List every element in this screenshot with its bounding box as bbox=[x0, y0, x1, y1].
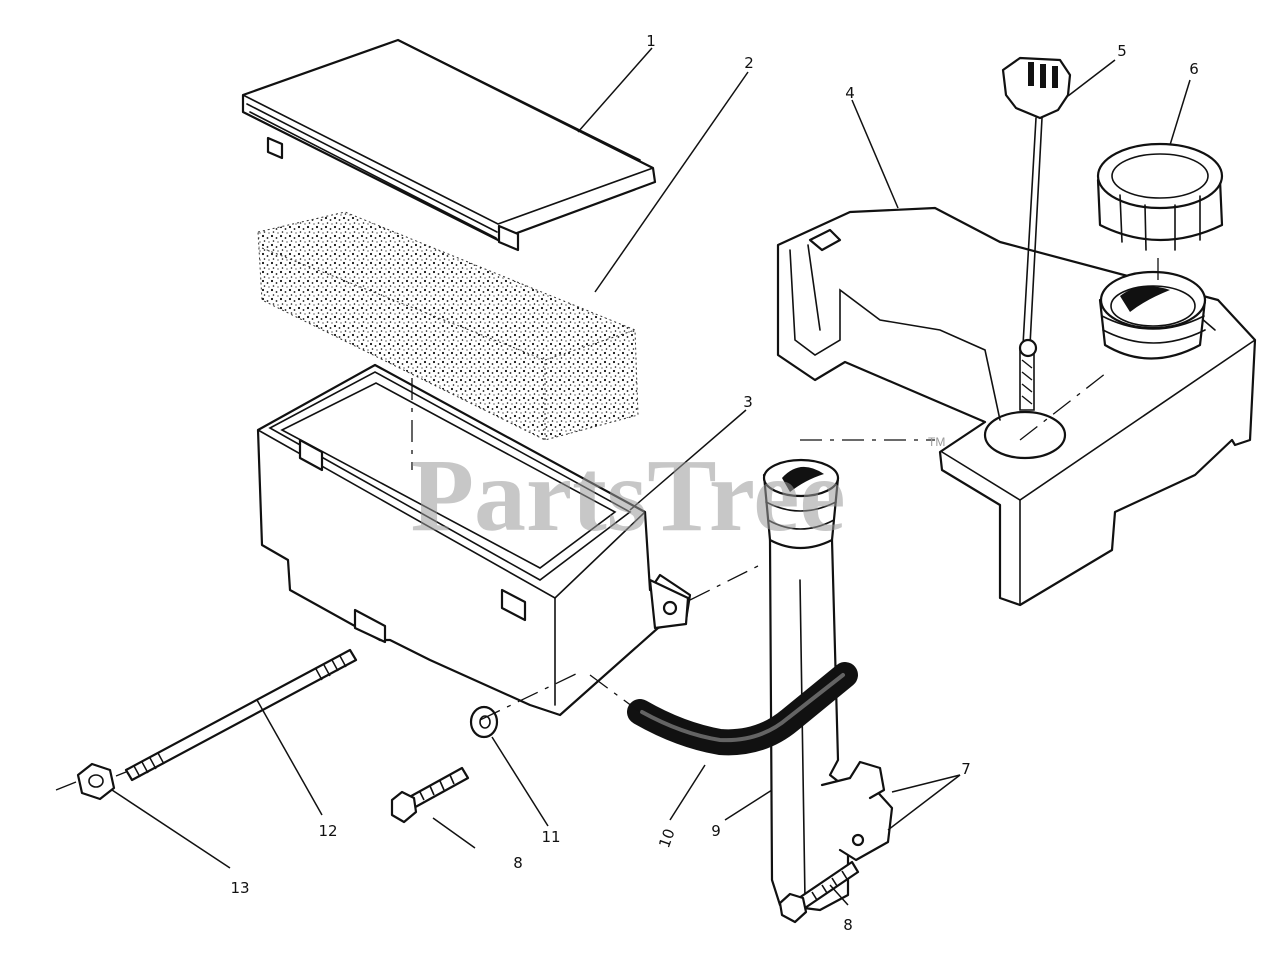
part-dipstick[interactable] bbox=[1001, 56, 1072, 411]
callout-13: 13 bbox=[230, 879, 249, 897]
part-foam-filter[interactable] bbox=[257, 211, 639, 441]
callout-leaders bbox=[111, 47, 1191, 906]
callout-7: 7 bbox=[961, 760, 971, 778]
part-washer[interactable] bbox=[469, 705, 499, 739]
callout-12: 12 bbox=[318, 822, 337, 840]
callout-11: 11 bbox=[541, 828, 560, 846]
callout-5: 5 bbox=[1117, 42, 1127, 60]
part-threaded-stud[interactable] bbox=[124, 648, 358, 782]
callout-1: 1 bbox=[646, 32, 656, 50]
part-hose[interactable] bbox=[627, 662, 858, 756]
callout-8a: 8 bbox=[513, 854, 523, 872]
part-nut[interactable] bbox=[76, 762, 116, 801]
callout-9: 9 bbox=[711, 822, 721, 840]
part-screw-8b[interactable] bbox=[778, 860, 860, 924]
part-fill-cap[interactable] bbox=[1096, 142, 1224, 251]
part-tube-clip[interactable] bbox=[820, 760, 894, 862]
watermark-trademark: TM bbox=[928, 435, 945, 449]
callout-labels: 1 2 3 4 5 6 7 8 8 9 10 11 12 13 bbox=[230, 32, 1198, 934]
callout-8b: 8 bbox=[843, 916, 853, 934]
callout-4: 4 bbox=[845, 84, 855, 102]
callout-10: 10 bbox=[655, 826, 678, 850]
watermark-text: PartsTree bbox=[410, 438, 845, 553]
part-air-cleaner-cover[interactable] bbox=[241, 38, 657, 252]
part-air-cleaner-base[interactable] bbox=[256, 363, 692, 717]
callout-2: 2 bbox=[744, 54, 754, 72]
part-oil-tank-housing[interactable] bbox=[776, 206, 1257, 607]
part-screw-8a[interactable] bbox=[390, 766, 470, 824]
callout-3: 3 bbox=[743, 393, 753, 411]
callout-6: 6 bbox=[1189, 60, 1199, 78]
assembly-center-lines bbox=[55, 258, 1159, 791]
part-oil-fill-neck bbox=[1098, 270, 1207, 360]
watermark: PartsTree TM bbox=[410, 435, 945, 553]
